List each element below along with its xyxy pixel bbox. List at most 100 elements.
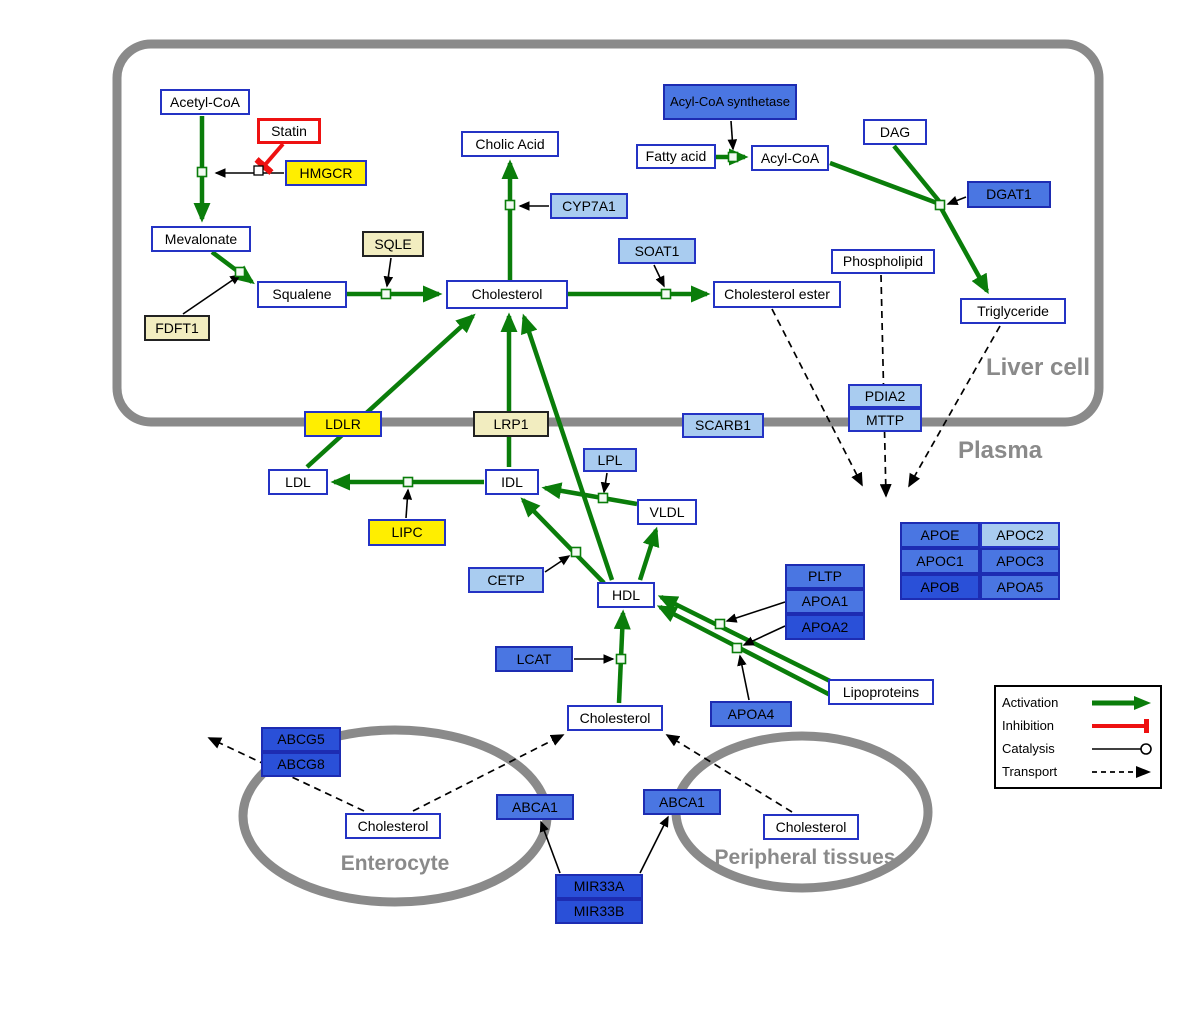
node-mir33b: MIR33B xyxy=(555,899,643,924)
edge-catalysis-lipc xyxy=(402,488,413,519)
edge-activation-dag-dgat1node xyxy=(892,144,941,203)
node-cholesterol-plasma: Cholesterol xyxy=(567,705,663,731)
reaction-node-apoa1 xyxy=(714,618,726,630)
reaction-node-apoa2-apoa4 xyxy=(731,642,743,654)
inhibition-target-port xyxy=(253,165,264,176)
node-abca1-right: ABCA1 xyxy=(643,789,721,815)
node-acyl-coa: Acyl-CoA xyxy=(751,145,829,171)
reaction-node-lpl xyxy=(597,492,609,504)
node-apoa2: APOA2 xyxy=(785,614,865,640)
liver-cell-membrane xyxy=(112,39,1104,427)
node-mevalonate: Mevalonate xyxy=(151,226,251,252)
reaction-node-hmgcr xyxy=(196,166,208,178)
node-lrp1: LRP1 xyxy=(473,411,549,437)
node-apoa1: APOA1 xyxy=(785,589,865,614)
node-mttp: MTTP xyxy=(848,408,922,432)
legend-row-transport: Transport xyxy=(1002,760,1154,783)
node-acetyl-coa: Acetyl-CoA xyxy=(160,89,250,115)
edge-regulation-mir33-abca1-right xyxy=(639,815,669,874)
node-ldlr: LDLR xyxy=(304,411,382,437)
node-hdl: HDL xyxy=(597,582,655,608)
legend-row-activation: Activation xyxy=(1002,691,1154,714)
reaction-node-cetp xyxy=(570,546,582,558)
node-cholesterol-ester: Cholesterol ester xyxy=(713,281,841,308)
edge-transport-cholesterolester-vldl xyxy=(771,308,863,487)
node-cetp: CETP xyxy=(468,567,544,593)
inhibition-tee-icon xyxy=(1092,718,1149,733)
liver-cell-label: Liver cell xyxy=(985,354,1090,381)
node-apob: APOB xyxy=(900,574,980,600)
edge-transport-enterocyte-cholesterol-plasma xyxy=(412,734,565,812)
reaction-node-acylcoa-synthetase xyxy=(727,151,739,163)
node-apoa5: APOA5 xyxy=(980,574,1060,600)
reaction-node-dgat1 xyxy=(934,199,946,211)
node-phospholipid: Phospholipid xyxy=(831,249,935,274)
node-pltp: PLTP xyxy=(785,564,865,589)
legend-inhibition-label: Inhibition xyxy=(1002,718,1055,733)
reaction-node-cyp7a1 xyxy=(504,199,516,211)
legend-catalysis-label: Catalysis xyxy=(1002,741,1055,756)
node-cholesterol-liver: Cholesterol xyxy=(446,280,568,309)
peripheral-tissues-label: Peripheral tissues xyxy=(714,846,896,869)
activation-arrow-icon xyxy=(1092,695,1151,710)
edge-activation-vldl-idl xyxy=(541,482,638,507)
edge-catalysis-apoa2 xyxy=(742,625,786,646)
node-vldl: VLDL xyxy=(637,499,697,525)
node-apoa4: APOA4 xyxy=(710,701,792,727)
node-apoc1: APOC1 xyxy=(900,548,980,574)
edge-inhibition-statin-hmgcr xyxy=(254,142,285,175)
node-abcg8: ABCG8 xyxy=(261,752,341,777)
node-acyl-coa-synthetase: Acyl-CoA synthetase xyxy=(663,84,797,120)
node-apoe: APOE xyxy=(900,522,980,548)
node-lipoproteins: Lipoproteins xyxy=(828,679,934,705)
reaction-node-sqle xyxy=(380,288,392,300)
node-lpl: LPL xyxy=(583,448,637,472)
node-idl: IDL xyxy=(485,469,539,495)
edge-transport-triglyceride-vldl xyxy=(908,325,1001,488)
legend-activation-label: Activation xyxy=(1002,695,1059,710)
node-cholic-acid: Cholic Acid xyxy=(461,131,559,157)
node-triglyceride: Triglyceride xyxy=(960,298,1066,324)
node-fdft1: FDFT1 xyxy=(144,315,210,341)
node-apoc3: APOC3 xyxy=(980,548,1060,574)
edge-transport-peripheral-cholesterol-plasma xyxy=(665,734,793,813)
node-lipc: LIPC xyxy=(368,519,446,546)
node-lcat: LCAT xyxy=(495,646,573,672)
node-soat1: SOAT1 xyxy=(618,238,696,264)
enterocyte-label: Enterocyte xyxy=(340,852,450,875)
node-sqle: SQLE xyxy=(362,231,424,257)
transport-dashed-arrow-icon xyxy=(1092,765,1151,778)
legend-row-inhibition: Inhibition xyxy=(1002,714,1154,737)
edge-catalysis-dgat1 xyxy=(946,196,967,205)
edge-activation-lipoproteins-hdl-lower xyxy=(656,605,842,702)
node-cyp7a1: CYP7A1 xyxy=(550,193,628,219)
node-abcg5: ABCG5 xyxy=(261,727,341,752)
reaction-node-lcat xyxy=(615,653,627,665)
edge-catalysis-apoa1 xyxy=(725,601,786,623)
edge-activation-dgat1node-triglyceride xyxy=(939,206,989,295)
node-fatty-acid: Fatty acid xyxy=(636,144,716,169)
catalysis-circle-icon xyxy=(1092,742,1152,755)
reaction-node-soat1 xyxy=(660,288,672,300)
plasma-label: Plasma xyxy=(958,437,1043,464)
edge-activation-hdl-idl-via-cetp xyxy=(520,497,606,585)
reaction-node-fdft1 xyxy=(234,266,246,278)
legend-row-catalysis: Catalysis xyxy=(1002,737,1154,760)
edge-activation-acylcoa-dgat1node xyxy=(829,160,938,206)
node-ldl: LDL xyxy=(268,469,328,495)
node-apoc2: APOC2 xyxy=(980,522,1060,548)
node-cholesterol-peripheral: Cholesterol xyxy=(763,814,859,840)
edge-catalysis-acylcoa-synthetase xyxy=(727,120,738,151)
node-cholesterol-enterocyte: Cholesterol xyxy=(345,813,441,839)
edge-catalysis-cetp xyxy=(544,555,571,573)
node-squalene: Squalene xyxy=(257,281,347,308)
edge-catalysis-apoa4 xyxy=(737,654,750,701)
legend-transport-label: Transport xyxy=(1002,764,1058,779)
edge-activation-ldl-cholesterol-via-ldlr xyxy=(305,313,476,469)
reaction-node-lipc xyxy=(402,476,414,488)
node-scarb1: SCARB1 xyxy=(682,413,764,438)
edge-activation-mevalonate-squalene xyxy=(210,250,255,285)
edge-catalysis-sqle xyxy=(383,257,394,288)
edge-activation-hdl-cholesterol-via-scarb1 xyxy=(521,313,615,581)
